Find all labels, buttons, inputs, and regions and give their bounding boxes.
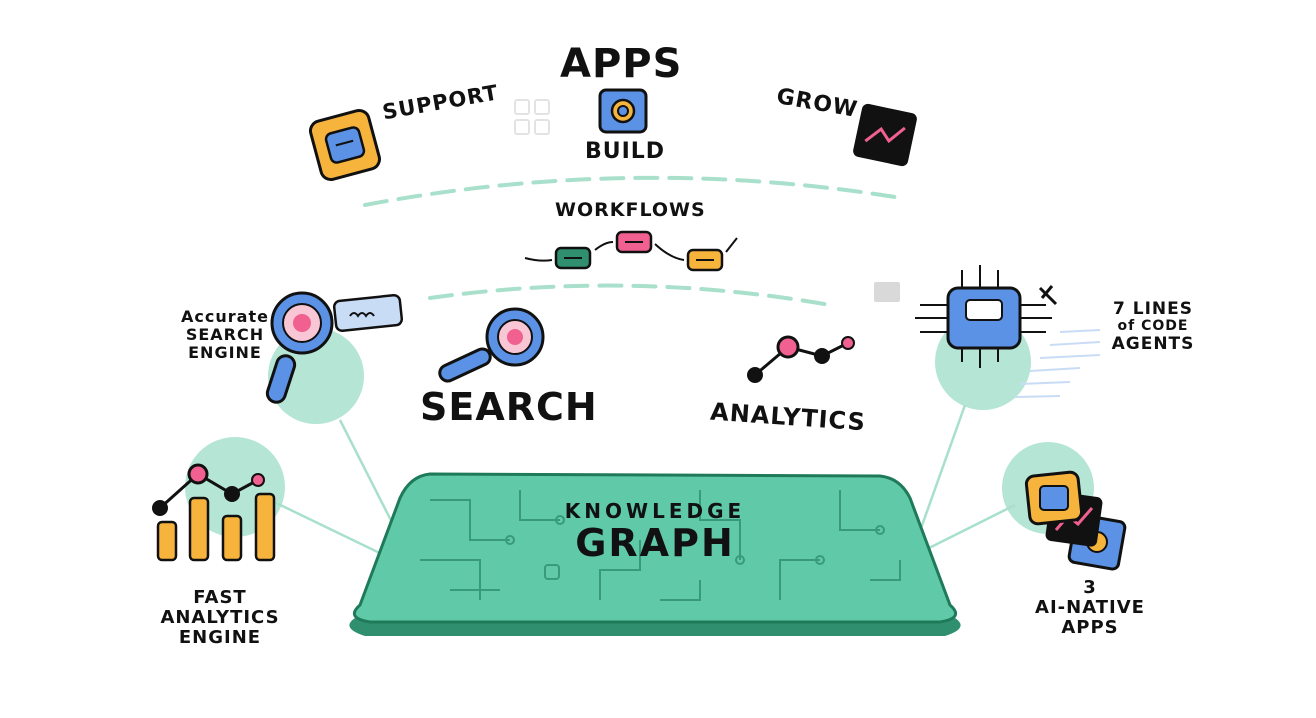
analytics-engine-label-line1: FAST — [193, 587, 247, 608]
search-engine-label-line1: Accurate — [181, 307, 269, 326]
search-engine-label: Accurate SEARCH ENGINE — [175, 308, 275, 362]
agents-chip-icon — [874, 265, 1101, 398]
search-magnifier-icon — [438, 307, 545, 383]
code-agents-label: 7 LINES of CODE AGENTS — [1098, 299, 1208, 354]
analytics-engine-label-line2: ANALYTICS — [160, 607, 280, 629]
apps-label: APPS — [560, 41, 683, 87]
knowledge-graph-board — [349, 472, 961, 636]
analytics-dots-icon — [747, 335, 855, 383]
dashed-arc-top — [363, 175, 897, 207]
native-apps-label-line3: APPS — [1061, 617, 1119, 639]
grid-squares-icon — [514, 99, 550, 135]
ai-native-apps-stack-icon — [1024, 470, 1127, 571]
build-icon — [598, 88, 648, 134]
dashed-arc-middle — [428, 283, 832, 307]
workflows-label: WORKFLOWS — [555, 199, 706, 221]
native-apps-label: 3 AI-NATIVE APPS — [1030, 577, 1150, 639]
search-engine-magnifier-icon — [265, 291, 404, 404]
knowledge-graph-line2: GRAPH — [575, 521, 735, 566]
search-engine-label-line2: SEARCH — [185, 324, 265, 344]
code-agents-label-line1: 7 LINES — [1113, 299, 1193, 319]
search-engine-label-line3: ENGINE — [188, 342, 262, 362]
knowledge-graph-line1: KNOWLEDGE — [564, 499, 746, 523]
analytics-engine-label: FAST ANALYTICS ENGINE — [160, 587, 280, 649]
support-icon — [309, 109, 381, 181]
analytics-engine-label-line3: ENGINE — [178, 627, 262, 649]
analytics-engine-bars-icon — [152, 463, 276, 562]
native-apps-label-line2: AI-NATIVE — [1035, 597, 1145, 619]
native-apps-label-line1: 3 — [1083, 577, 1097, 598]
workflows-icon — [524, 230, 738, 272]
search-label: SEARCH — [420, 385, 598, 429]
knowledge-graph-title: KNOWLEDGE GRAPH — [530, 500, 780, 565]
grow-icon — [853, 103, 917, 167]
code-agents-label-line3: AGENTS — [1111, 333, 1195, 354]
code-agents-label-line2: of CODE — [1117, 318, 1189, 335]
build-label: BUILD — [584, 139, 666, 164]
